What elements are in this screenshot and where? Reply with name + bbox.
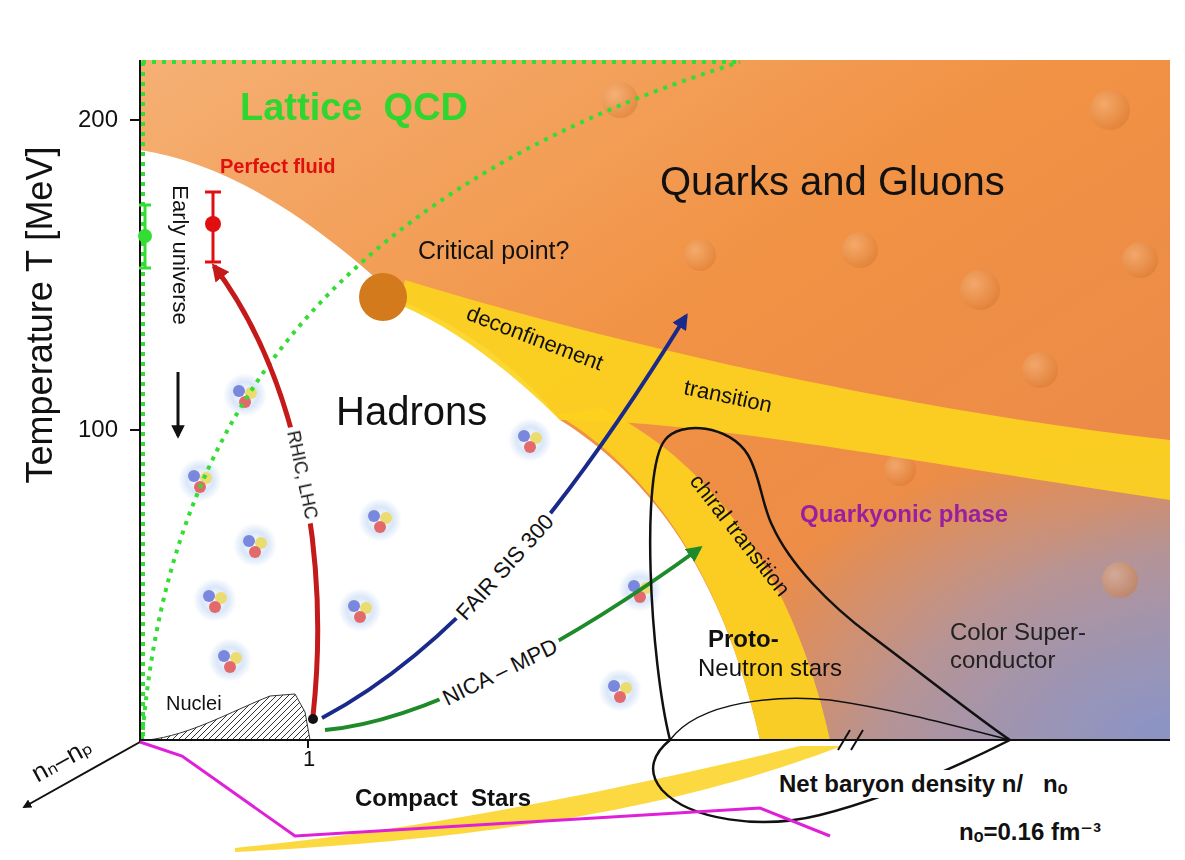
error-bar <box>139 205 151 268</box>
density-axis <box>140 739 1170 741</box>
data-label: Perfect fluid <box>220 155 336 178</box>
temperature-axis <box>139 60 141 742</box>
quark-sphere <box>1090 90 1130 130</box>
chiral-band <box>558 408 830 740</box>
tick-label: 1 <box>303 746 315 771</box>
phase-label: Quarkyonic phase <box>800 500 1008 528</box>
quark-sphere <box>842 232 878 268</box>
quark-sphere <box>1122 242 1158 278</box>
region-label: Proto- <box>708 625 779 653</box>
neutron-star-outline <box>670 698 1010 740</box>
data-point <box>205 216 221 232</box>
arrow-label: NICA – MPD <box>435 632 565 713</box>
compact-star-line <box>140 742 830 836</box>
band-label: deconfinement <box>463 300 607 375</box>
axis-note: nₒ=0.16 fm⁻³ <box>955 818 1105 846</box>
quark-sphere <box>960 270 1000 310</box>
quark-sphere <box>602 82 638 118</box>
hadron-region <box>140 150 760 740</box>
nuclear-matter-point <box>308 714 318 724</box>
hadron-cluster <box>193 578 237 622</box>
data-point <box>138 229 152 243</box>
region-label: Early universe <box>167 185 192 324</box>
hadron-clusters <box>178 373 662 712</box>
critical-point <box>359 273 407 321</box>
band-label: chiral transition <box>684 469 795 601</box>
lattice-boundary <box>142 60 740 64</box>
hadron-cluster <box>338 588 382 632</box>
arrow-label: FAIR SIS 300 <box>448 506 561 628</box>
hadron-cluster <box>178 458 222 502</box>
phase-label: Quarks and Gluons <box>660 158 1005 204</box>
deconfinement-band <box>400 280 1170 500</box>
lattice-boundary <box>142 62 740 740</box>
phase-label: Hadrons <box>336 388 487 434</box>
axis-title: nₙ–nₚ <box>26 731 97 789</box>
axis-break <box>838 730 863 750</box>
hadron-cluster <box>208 638 252 682</box>
quark-sphere <box>684 239 716 271</box>
band-label: transition <box>682 374 775 417</box>
cooling-arrow <box>177 372 180 436</box>
hadron-cluster <box>358 498 402 542</box>
region-label: Compact Stars <box>355 784 531 812</box>
hadron-cluster <box>223 373 267 417</box>
compact-star-band <box>235 746 842 852</box>
quark-sphere <box>1022 352 1058 388</box>
tick-label: 200 <box>78 105 118 133</box>
lattice-boundary <box>141 62 145 740</box>
axis-title: Temperature T [MeV] <box>19 147 60 484</box>
region-label: Nuclei <box>166 692 222 715</box>
phase-label: Color Super- conductor <box>950 618 1150 673</box>
error-bar <box>205 192 221 262</box>
axis-title: Net baryon density n/ nₒ <box>775 770 1072 798</box>
hadron-cluster <box>233 523 277 567</box>
region-label: Lattice QCD <box>240 86 468 130</box>
tick-label: 100 <box>78 415 118 443</box>
region-label: Neutron stars <box>698 654 842 682</box>
quark-sphere <box>1102 562 1138 598</box>
point-label: Critical point? <box>418 236 569 265</box>
axis-tick <box>130 120 140 430</box>
collider-trajectory <box>322 316 686 718</box>
hadron-cluster <box>598 668 642 712</box>
arrow-label: RHIC, LHC <box>282 425 323 525</box>
hadron-cluster <box>508 418 552 462</box>
